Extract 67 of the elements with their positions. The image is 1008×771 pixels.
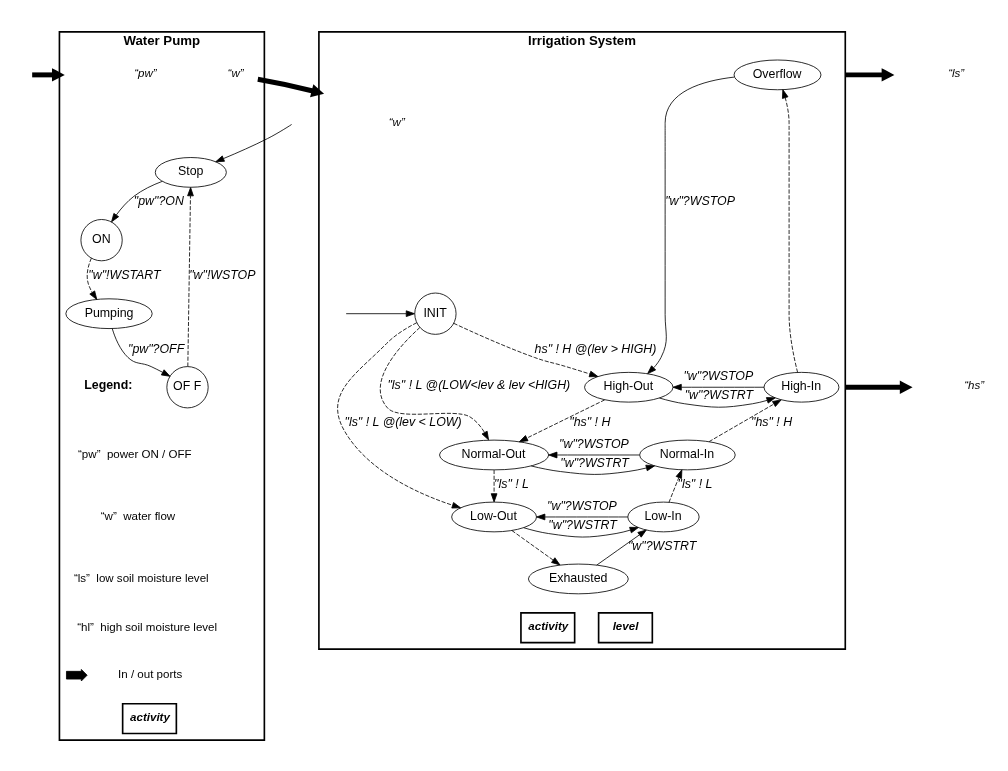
label: “hs”	[964, 378, 985, 391]
node-ellipse: Pumping	[65, 297, 153, 329]
edge-label: "w"!WSTOP	[189, 267, 256, 282]
arrow	[668, 468, 683, 503]
node-ellipse: Normal-Out	[439, 439, 550, 470]
edge-label: "pw"?OFF	[128, 341, 185, 356]
arrow	[672, 383, 765, 391]
legend-label: “w” water flow	[100, 509, 176, 522]
edge-label: "pw"?ON	[133, 193, 184, 208]
label: “ls”	[948, 66, 965, 79]
edge-label: "w"?WSTRT	[684, 387, 754, 402]
arrow	[659, 396, 776, 408]
arrow	[708, 398, 782, 442]
label: Legend:	[84, 377, 133, 392]
arrow	[523, 526, 639, 537]
legend-label: “pw” power ON / OFF	[78, 447, 192, 460]
node-circle: INIT	[414, 292, 457, 335]
node-box: activity	[121, 702, 178, 734]
edge-label: "w"!WSTART	[88, 267, 161, 282]
node-ellipse: Exhausted	[528, 563, 629, 594]
arrow	[111, 327, 171, 377]
arrow	[548, 451, 640, 458]
legend-label: In / out ports	[118, 667, 183, 680]
edge-label: "ls" ! L @(LOW<lev & lev <HIGH)	[387, 377, 571, 392]
arrow	[845, 380, 913, 394]
arrow	[32, 67, 65, 82]
edge-label: "w"?WSTRT	[560, 455, 629, 470]
edge-label: "w"?WSTOP	[683, 368, 754, 383]
arrow	[511, 529, 561, 565]
arrow	[536, 513, 629, 520]
node-circle: ON	[80, 218, 123, 261]
arrow	[647, 76, 735, 374]
edge-label: "w"?WSTRT	[627, 538, 697, 553]
edge-label: "w"?WSTOP	[665, 193, 735, 208]
label: “pw”	[134, 66, 157, 79]
edge-label: "hs" ! H	[569, 414, 611, 429]
legend-label: “hl” high soil moisture level	[77, 620, 218, 633]
edge-label: "ls" ! L	[494, 476, 530, 491]
arrow	[379, 326, 489, 440]
node-circle: OF F	[166, 365, 209, 408]
edge-label: "ls" ! L @(lev < LOW)	[344, 414, 462, 429]
edge-label: "ls" ! L	[677, 476, 713, 491]
arrow	[337, 321, 461, 508]
arrow	[187, 186, 194, 367]
arrow	[111, 180, 163, 222]
node-box: level	[597, 611, 654, 643]
edge-label: "w"?WSTOP	[547, 498, 617, 513]
legend-label: “ls” low soil moisture level	[73, 571, 209, 584]
arrow	[86, 257, 98, 300]
label: “w”	[227, 66, 244, 79]
arrow	[453, 322, 599, 377]
arrow	[596, 529, 647, 565]
edge-label: "w"?WSTOP	[559, 436, 629, 451]
node-box: activity	[520, 611, 576, 643]
arrow	[215, 123, 293, 162]
arrow	[530, 464, 655, 475]
label: “w”	[388, 115, 405, 128]
edge-label: "hs" ! H	[751, 414, 793, 429]
arrow	[345, 309, 415, 317]
arrow	[518, 398, 606, 442]
arrow	[782, 88, 798, 373]
arrow	[845, 67, 895, 82]
arrow	[257, 76, 325, 97]
edge-label: hs" ! H @(lev > HIGH)	[534, 341, 657, 356]
node-ellipse: Overflow	[733, 59, 822, 90]
edge-label: "w"?WSTRT	[548, 517, 617, 532]
arrow	[490, 469, 498, 502]
